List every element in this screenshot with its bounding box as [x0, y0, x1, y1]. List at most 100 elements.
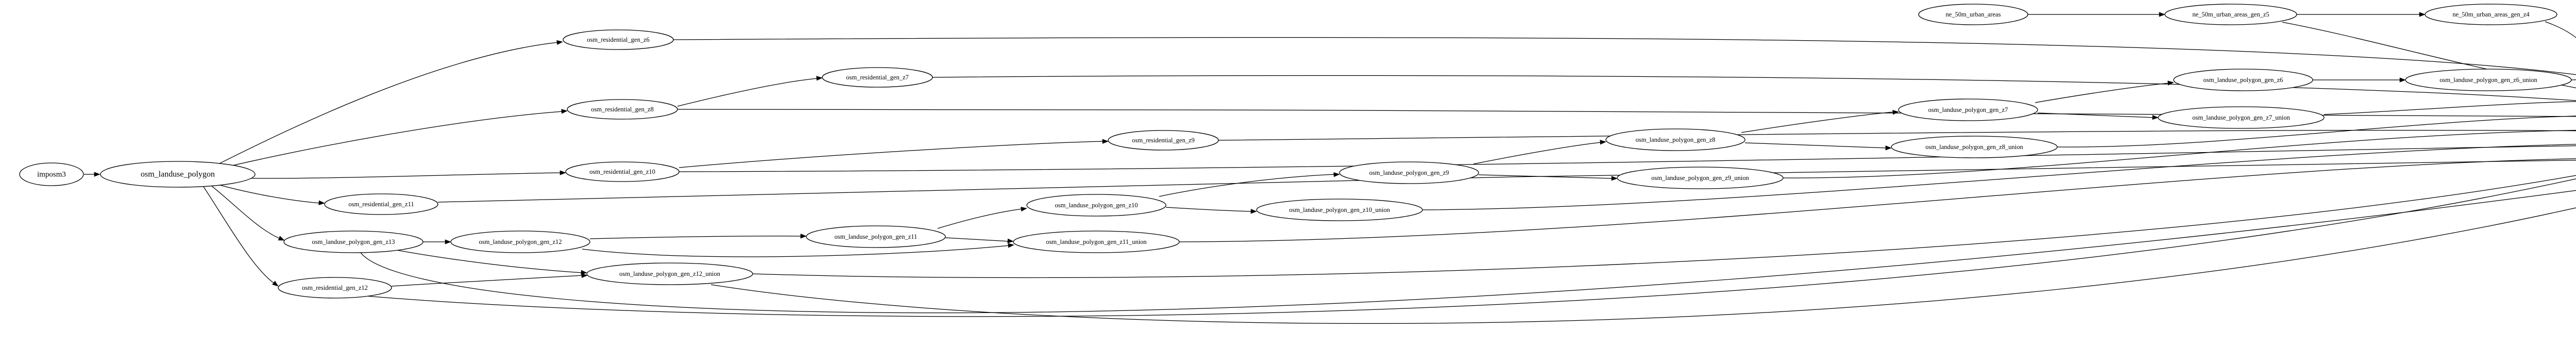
node-shape[interactable]: [19, 162, 84, 186]
node-osm_landuse_polygon_gen_z7[interactable]: osm_landuse_polygon_gen_z7: [1898, 98, 2038, 121]
node-shape[interactable]: [822, 67, 933, 88]
node-shape[interactable]: [1617, 167, 1784, 189]
edge-osm_landuse_polygon_gen_z13-to-osm_landuse_polygon_gen_z12: [423, 239, 451, 244]
edge-osm_landuse_polygon_gen_z13-to-osm_landuse_polygon_gen_z12_union: [396, 250, 587, 275]
node-shape[interactable]: [1891, 136, 2058, 158]
node-osm_landuse_polygon_gen_z13[interactable]: osm_landuse_polygon_gen_z13: [283, 231, 423, 253]
node-osm_residential_gen_z10[interactable]: osm_residential_gen_z10: [565, 161, 680, 182]
edge-path: [589, 236, 803, 239]
node-shape[interactable]: [1605, 128, 1745, 151]
node-osm_landuse_polygon_gen_z12_union[interactable]: osm_landuse_polygon_gen_z12_union: [586, 262, 753, 285]
edge-osm_landuse_polygon_gen_z8_union-to-legend_z8: [2057, 116, 2576, 147]
edge-osm_landuse_polygon_gen_z9-to-osm_landuse_polygon_gen_z9_union: [1478, 174, 1618, 181]
node-label: osm_residential_gen_z9: [1132, 137, 1195, 144]
edge-osm_landuse_polygon_gen_z6-to-osm_landuse_polygon_gen_z6_union: [2313, 77, 2406, 83]
node-osm_landuse_polygon_gen_z8[interactable]: osm_landuse_polygon_gen_z8: [1605, 128, 1745, 151]
arrow-head: [816, 76, 823, 81]
edge-osm_landuse_polygon_gen_z13-to-legend_z13: [360, 190, 2576, 314]
node-shape[interactable]: [1256, 199, 1423, 221]
node-osm_residential_gen_z7[interactable]: osm_residential_gen_z7: [822, 67, 933, 88]
arrow-head: [272, 281, 279, 287]
node-label: osm_landuse_polygon_gen_z6_union: [2439, 76, 2537, 84]
edge-osm_landuse_polygon_gen_z10_union-to-legend_z10: [1422, 144, 2576, 210]
edge-osm_landuse_polygon_gen_z12_union-to-legend_z12: [752, 175, 2576, 278]
edge-osm_residential_gen_z10-to-osm_residential_gen_z9: [679, 139, 1109, 168]
node-label: osm_landuse_polygon_gen_z12_union: [619, 270, 721, 277]
arrow-head: [581, 273, 588, 278]
node-osm_residential_gen_z12[interactable]: osm_residential_gen_z12: [278, 277, 392, 299]
edge-path: [1422, 144, 2576, 210]
node-osm_residential_gen_z8[interactable]: osm_residential_gen_z8: [567, 99, 678, 120]
node-osm_landuse_polygon_gen_z9_union[interactable]: osm_landuse_polygon_gen_z9_union: [1617, 167, 1784, 189]
node-label: osm_landuse_polygon_gen_z10: [1055, 202, 1138, 209]
arrow-head: [278, 236, 285, 241]
node-osm_residential_gen_z6[interactable]: osm_residential_gen_z6: [563, 29, 674, 50]
node-osm_landuse_polygon_gen_z10[interactable]: osm_landuse_polygon_gen_z10: [1026, 194, 1166, 217]
node-osm_residential_gen_z9[interactable]: osm_residential_gen_z9: [1108, 130, 1219, 151]
arrow-head: [556, 40, 563, 45]
node-shape[interactable]: [100, 161, 256, 188]
node-shape[interactable]: [450, 231, 590, 253]
arrow-head: [561, 109, 568, 114]
node-label: osm_residential_gen_z10: [589, 168, 655, 175]
node-imposm3[interactable]: imposm3: [19, 162, 84, 186]
node-osm_landuse_polygon_gen_z6[interactable]: osm_landuse_polygon_gen_z6: [2173, 69, 2313, 91]
node-shape[interactable]: [806, 225, 946, 248]
arrow-head: [800, 234, 807, 239]
node-label: ne_50m_urban_areas_gen_z5: [2192, 11, 2269, 18]
node-ne_50m_urban_areas[interactable]: ne_50m_urban_areas: [1918, 4, 2028, 25]
edge-path: [1741, 111, 1895, 133]
node-osm_landuse_polygon_gen_z10_union[interactable]: osm_landuse_polygon_gen_z10_union: [1256, 199, 1423, 221]
node-osm_landuse_polygon_gen_z9[interactable]: osm_landuse_polygon_gen_z9: [1339, 161, 1479, 184]
node-label: osm_landuse_polygon_gen_z7: [1928, 106, 2008, 113]
arrow-head: [1892, 110, 1899, 115]
node-shape[interactable]: [2158, 106, 2325, 129]
node-shape[interactable]: [586, 262, 753, 285]
node-osm_landuse_polygon_gen_z11[interactable]: osm_landuse_polygon_gen_z11: [806, 225, 946, 248]
edge-path: [1159, 174, 1336, 197]
node-shape[interactable]: [1013, 231, 1180, 253]
edge-osm_residential_gen_z10-to-legend_z10: [679, 145, 2576, 172]
edge-path: [211, 185, 281, 239]
node-osm_landuse_polygon_gen_z6_union[interactable]: osm_landuse_polygon_gen_z6_union: [2405, 69, 2572, 91]
edge-osm_residential_gen_z7-to-legend_z7: [932, 75, 2576, 101]
node-shape[interactable]: [2164, 4, 2297, 25]
node-osm_landuse_polygon_gen_z11_union[interactable]: osm_landuse_polygon_gen_z11_union: [1013, 231, 1180, 253]
edge-path: [1473, 142, 1602, 164]
node-shape[interactable]: [1108, 130, 1219, 151]
node-shape[interactable]: [563, 29, 674, 50]
edge-path: [396, 250, 583, 273]
edge-osm_landuse_polygon_gen_z10-to-osm_landuse_polygon_gen_z10_union: [1165, 207, 1257, 214]
node-shape[interactable]: [567, 99, 678, 120]
node-shape[interactable]: [278, 277, 392, 299]
node-osm_residential_gen_z11[interactable]: osm_residential_gen_z11: [324, 193, 438, 215]
node-shape[interactable]: [2405, 69, 2572, 91]
node-shape[interactable]: [2425, 4, 2557, 25]
node-ne_50m_urban_areas_gen_z5[interactable]: ne_50m_urban_areas_gen_z5: [2164, 4, 2297, 25]
edge-path: [203, 186, 275, 284]
node-osm_landuse_polygon_gen_z12[interactable]: osm_landuse_polygon_gen_z12: [450, 231, 590, 253]
node-shape[interactable]: [2173, 69, 2313, 91]
arrow-head: [581, 270, 587, 275]
node-shape[interactable]: [1918, 4, 2028, 25]
edge-osm_landuse_polygon_gen_z12-to-osm_landuse_polygon_gen_z11_union: [582, 243, 1014, 257]
arrow-head: [94, 172, 100, 177]
node-shape[interactable]: [324, 193, 438, 215]
node-shape[interactable]: [1026, 194, 1166, 217]
node-shape[interactable]: [1339, 161, 1479, 184]
node-shape[interactable]: [283, 231, 423, 253]
node-ne_50m_urban_areas_gen_z4[interactable]: ne_50m_urban_areas_gen_z4: [2425, 4, 2557, 25]
edge-path: [582, 245, 1010, 257]
edge-path: [752, 175, 2576, 278]
node-shape[interactable]: [565, 161, 680, 182]
node-osm_landuse_polygon_gen_z8_union[interactable]: osm_landuse_polygon_gen_z8_union: [1891, 136, 2058, 158]
edge-layer: [84, 12, 2576, 324]
node-label: osm_landuse_polygon_gen_z9_union: [1651, 174, 1749, 182]
edge-osm_landuse_polygon_gen_z9_union-to-legend_z9: [1783, 129, 2576, 178]
node-label: osm_landuse_polygon: [141, 170, 215, 179]
node-shape[interactable]: [1898, 98, 2038, 121]
node-osm_landuse_polygon[interactable]: osm_landuse_polygon: [100, 161, 256, 188]
node-osm_landuse_polygon_gen_z7_union[interactable]: osm_landuse_polygon_gen_z7_union: [2158, 106, 2325, 129]
edge-path: [2545, 21, 2576, 38]
